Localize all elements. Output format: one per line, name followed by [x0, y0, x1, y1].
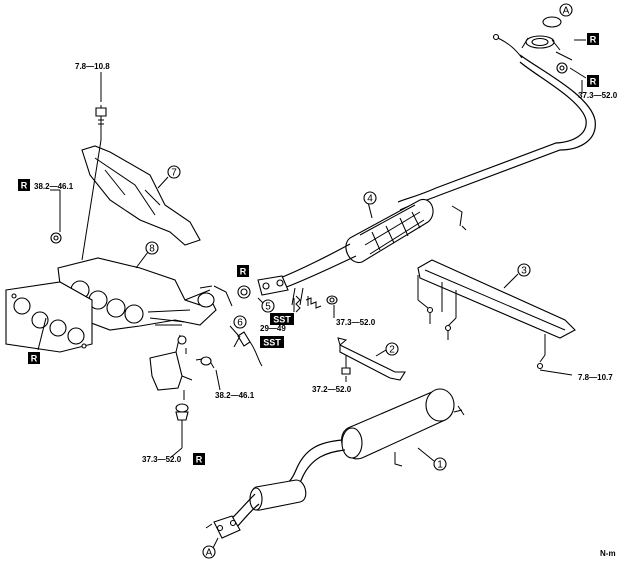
- callout-a-bottom: A: [202, 545, 216, 559]
- svg-text:R: R: [590, 35, 597, 45]
- sst-badges: SST SST: [260, 313, 294, 348]
- torque-right-top: 37.3—52.0: [578, 91, 618, 100]
- r-badge-bottom: R: [193, 453, 205, 465]
- torque-bracket: 38.2—46.1: [215, 391, 255, 400]
- r-badge-center: R: [237, 265, 249, 277]
- torque-labels: 7.8—10.8 38.2—46.1 37.3—52.0 37.3—52.0 2…: [34, 62, 618, 464]
- under-cover-3: [417, 259, 576, 370]
- footer-code: N-m: [600, 549, 616, 558]
- svg-text:4: 4: [367, 194, 373, 205]
- callout-6: 6: [233, 315, 247, 329]
- callout-2: 2: [385, 342, 399, 356]
- callout-4: 4: [363, 191, 377, 205]
- callout-a-top: A: [559, 3, 573, 17]
- svg-text:SST: SST: [263, 338, 281, 348]
- callout-7: 7: [167, 165, 181, 179]
- svg-text:7: 7: [171, 168, 177, 179]
- exhaust-manifold: [50, 232, 233, 331]
- r-badge-right-nut: R: [587, 75, 599, 87]
- catalytic-converter: [279, 198, 467, 289]
- washer-bottom: [175, 403, 189, 413]
- heat-shield: [81, 105, 201, 261]
- manifold-bracket: [149, 334, 215, 448]
- r-badge-left-top: R: [18, 179, 30, 191]
- callout-5: 5: [261, 299, 275, 313]
- torque-bottom-left: 37.3—52.0: [142, 455, 182, 464]
- svg-text:R: R: [240, 267, 247, 277]
- torque-gasket-mid: 37.3—52.0: [336, 318, 376, 327]
- svg-text:R: R: [196, 455, 203, 465]
- callout-3: 3: [517, 263, 531, 277]
- spring-bolts: [291, 287, 338, 313]
- svg-text:R: R: [21, 181, 28, 191]
- torque-part2: 37.2—52.0: [312, 385, 352, 394]
- svg-text:A: A: [206, 548, 213, 559]
- r-badge-top-right: R: [587, 33, 599, 45]
- muffler: [205, 388, 465, 539]
- torque-sst: 29—49: [260, 324, 286, 333]
- callout-1: 1: [433, 457, 447, 471]
- svg-text:SST: SST: [273, 315, 291, 325]
- gasket-ring-a: [542, 16, 562, 28]
- svg-text:2: 2: [389, 345, 395, 356]
- svg-text:R: R: [590, 77, 597, 87]
- svg-text:5: 5: [265, 302, 271, 313]
- sst-badge-2: SST: [260, 336, 284, 348]
- oxygen-sensor: [229, 325, 263, 367]
- center-flange: [237, 275, 289, 299]
- svg-text:A: A: [563, 6, 570, 17]
- svg-text:R: R: [31, 354, 38, 364]
- svg-text:3: 3: [521, 266, 527, 277]
- torque-top-left: 7.8—10.8: [75, 62, 110, 71]
- torque-r-left: 38.2—46.1: [34, 182, 74, 191]
- bracket-2: [337, 337, 406, 381]
- sst-badge-1: SST: [270, 313, 294, 325]
- callout-8: 8: [145, 241, 159, 255]
- torque-part3: 7.8—10.7: [578, 373, 613, 382]
- svg-text:8: 8: [149, 244, 155, 255]
- front-pipe-flange: [521, 16, 573, 74]
- svg-text:6: 6: [237, 318, 243, 329]
- main-pipe: [397, 33, 596, 211]
- r-badges: R R R R R R: [18, 33, 599, 465]
- r-badge-gasket: R: [28, 352, 40, 364]
- svg-text:1: 1: [437, 460, 443, 471]
- manifold-gasket: [5, 281, 93, 353]
- callouts: 1 2 3 4 5 6 7 8: [145, 3, 573, 559]
